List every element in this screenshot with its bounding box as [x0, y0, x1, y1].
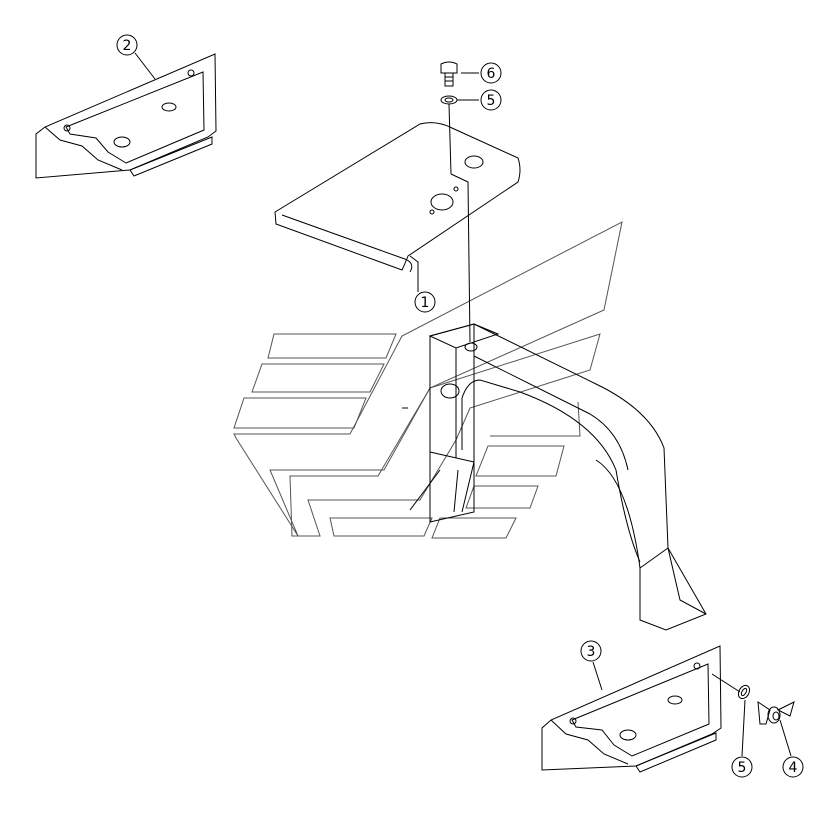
- callout-3: 3: [580, 640, 602, 662]
- callout-5-upper-label: 5: [487, 93, 496, 109]
- bracket-panel-right: [541, 645, 722, 773]
- callout-2: 2: [116, 34, 138, 56]
- leader-lines: [134, 52, 792, 757]
- callout-5-lower-label: 5: [738, 760, 747, 776]
- callout-5-upper: 5: [480, 89, 502, 111]
- callout-4-label: 4: [789, 760, 798, 776]
- callout-5-lower: 5: [731, 756, 753, 778]
- wing-nut: [757, 701, 795, 725]
- callout-3-label: 3: [587, 644, 596, 660]
- support-frame: [409, 323, 707, 631]
- callout-6: 6: [480, 62, 502, 84]
- callout-6-label: 6: [487, 66, 496, 82]
- callout-2-label: 2: [123, 38, 132, 54]
- bracket-panel-left: [35, 53, 217, 179]
- callout-1: 1: [414, 291, 436, 313]
- washer-lower: [737, 684, 751, 700]
- callout-1-label: 1: [421, 295, 430, 311]
- top-cover: [274, 122, 521, 273]
- washer-upper: [440, 95, 458, 105]
- callout-4: 4: [782, 756, 804, 778]
- assembly-line: [448, 103, 471, 343]
- screw: [440, 61, 458, 87]
- machine-body-outline: [233, 221, 623, 539]
